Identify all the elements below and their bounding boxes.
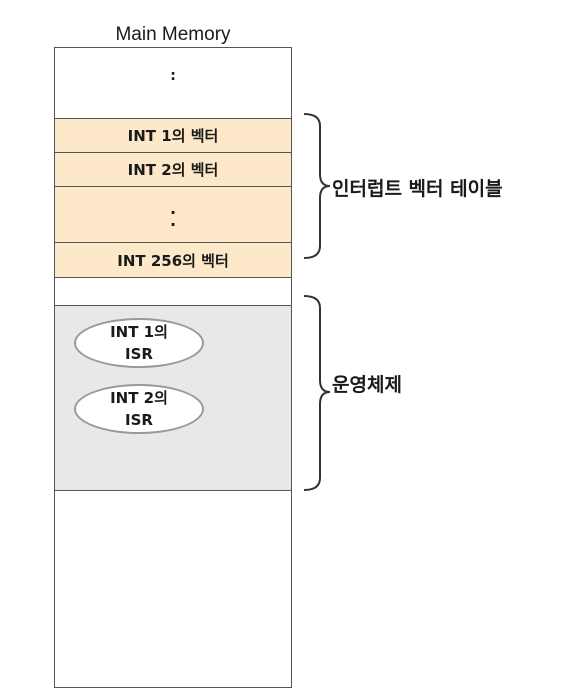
vector-entry-int256: INT 256의 벡터	[55, 242, 291, 278]
vector-ellipsis-dot: .	[169, 198, 177, 218]
isr-int1: INT 1의 ISR	[74, 318, 204, 368]
vector-ellipsis-dot: .	[169, 210, 177, 230]
main-memory-block: : INT 1의 벡터 INT 2의 벡터 . . INT 256의 벡터 IN…	[54, 47, 292, 688]
vector-table-label: 인터럽트 벡터 테이블	[332, 178, 503, 200]
vector-ellipsis: . .	[55, 186, 291, 242]
vector-table-brace	[303, 113, 331, 259]
os-brace	[303, 295, 331, 491]
diagram-title: Main Memory	[115, 24, 231, 45]
os-region: INT 1의 ISR INT 2의 ISR	[55, 305, 291, 491]
isr-int1-line2: ISR	[125, 345, 153, 363]
isr-int2-line2: ISR	[125, 411, 153, 429]
top-ellipsis: :	[170, 68, 176, 84]
os-label: 운영체제	[332, 374, 402, 396]
vector-entry-int1: INT 1의 벡터	[55, 118, 291, 152]
isr-int1-line1: INT 1의	[110, 323, 168, 341]
isr-int2: INT 2의 ISR	[74, 384, 204, 434]
isr-int2-line1: INT 2의	[110, 389, 168, 407]
vector-entry-int2: INT 2의 벡터	[55, 152, 291, 186]
